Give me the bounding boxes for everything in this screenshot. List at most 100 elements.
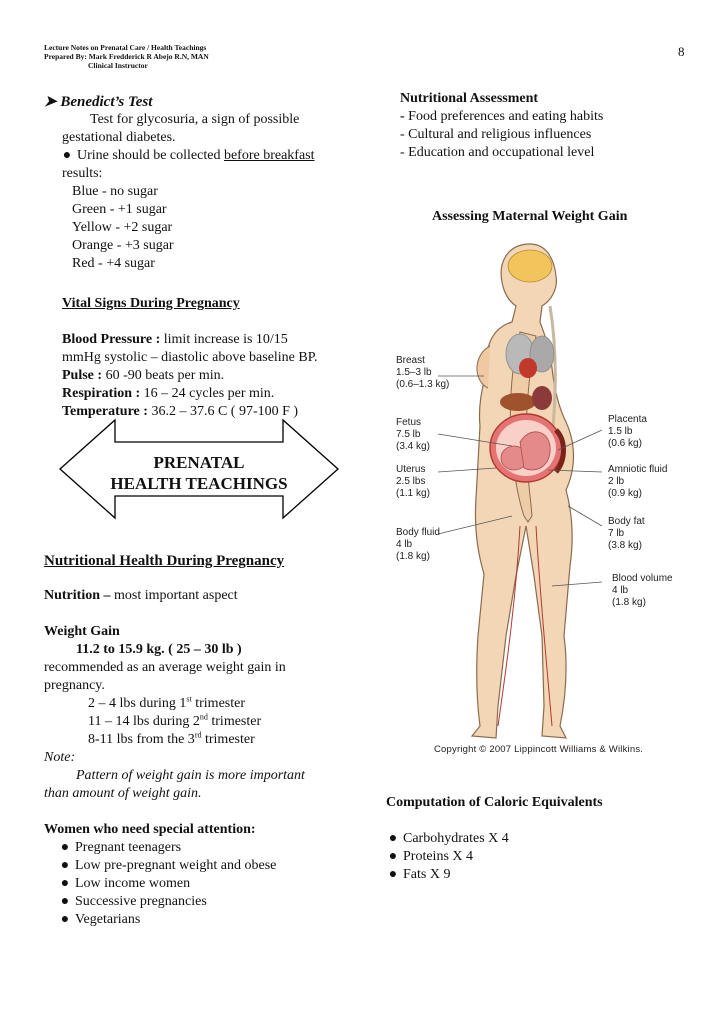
- caloric-list: ● Carbohydrates X 4 ● Proteins X 4 ●Fats X…: [386, 830, 706, 884]
- list-item: ● Carbohydrates X 4: [386, 830, 706, 848]
- bullet-icon: ●: [60, 840, 70, 855]
- results-list: Blue - no sugar Green - +1 sugar Yellow …: [44, 183, 364, 273]
- assessment-section: Nutritional Assessment - Food preference…: [400, 90, 700, 162]
- banner-line-1: PRENATAL: [153, 453, 245, 472]
- label-lb: 2 lb: [608, 476, 625, 487]
- label-body-fat: Body fat 7 lb (3.8 kg): [608, 516, 645, 552]
- benedict-title: Benedict’s Test: [60, 94, 153, 110]
- bullet-icon: ●: [388, 831, 398, 846]
- label-fetus: Fetus 7.5 lb (3.4 kg): [396, 417, 430, 453]
- bullet-icon: ●: [60, 894, 70, 909]
- label-name: Uterus: [396, 464, 426, 475]
- tri3-suffix: trimester: [201, 732, 255, 747]
- results-label: results:: [62, 166, 103, 181]
- list-item-text: Low pre-pregnant weight and obese: [75, 858, 277, 873]
- nutrition-title: Nutritional Health During Pregnancy: [44, 553, 285, 569]
- label-amniotic-fluid: Amniotic fluid 2 lb (0.9 kg): [608, 464, 667, 500]
- benedict-heading: ➤ Benedict’s Test: [44, 92, 364, 111]
- tri3-text: 8-11 lbs from the 3: [88, 732, 195, 747]
- list-item: ● Low pre-pregnant weight and obese: [58, 857, 364, 875]
- label-breast: Breast 1.5–3 lb (0.6–1.3 kg): [396, 355, 449, 391]
- label-kg: (0.6–1.3 kg): [396, 379, 450, 390]
- bp-line: Blood Pressure : limit increase is 10/15: [62, 331, 362, 349]
- label-kg: (1.1 kg): [396, 488, 430, 499]
- weight-gain-value: 11.2 to 15.9 kg. ( 25 – 30 lb ): [76, 642, 242, 657]
- list-item: ●Vegetarians: [58, 911, 364, 929]
- label-uterus: Uterus 2.5 lbs (1.1 kg): [396, 464, 430, 500]
- assessment-dash: -: [400, 109, 409, 124]
- bullet-icon: ●: [60, 858, 70, 873]
- label-name: Blood volume: [612, 573, 673, 584]
- recommend-line-2: pregnancy.: [44, 678, 105, 693]
- weight-gain-label: Weight Gain: [44, 624, 120, 639]
- header-line-3: Clinical Instructor: [88, 61, 148, 70]
- list-item-text: Vegetarians: [75, 912, 141, 927]
- pulse-line: Pulse : 60 -90 beats per min.: [62, 367, 362, 385]
- nutrition-line: Nutrition – most important aspect: [44, 587, 364, 605]
- page-number: 8: [678, 44, 685, 59]
- tri2-suffix: trimester: [207, 714, 262, 729]
- urine-note-underlined: before breakfast: [223, 148, 315, 163]
- label-lb: 1.5 lb: [608, 426, 633, 437]
- bp-label: Blood Pressure :: [62, 332, 161, 347]
- list-item-text: Low income women: [75, 876, 191, 891]
- result-item: Orange - +3 sugar: [72, 238, 174, 253]
- list-item-text: Successive pregnancies: [75, 894, 207, 909]
- label-placenta: Placenta 1.5 lb (0.6 kg): [608, 414, 647, 450]
- urine-note-text: Urine should be collected: [77, 148, 224, 163]
- list-item: ● Successive pregnancies: [58, 893, 364, 911]
- result-item: Green - +1 sugar: [72, 202, 167, 217]
- assessment-item: - Food preferences and eating habits: [400, 108, 700, 126]
- pulse-value: 60 -90 beats per min.: [102, 368, 225, 383]
- resp-line: Respiration : 16 – 24 cycles per min.: [62, 385, 362, 403]
- nutrition-text: most important aspect: [110, 588, 238, 603]
- label-kg: (3.4 kg): [396, 441, 430, 452]
- bullet-icon: ●: [388, 849, 398, 864]
- label-name: Body fluid: [396, 527, 440, 538]
- assessment-item-text: Food preferences and eating habits: [408, 109, 604, 124]
- benedict-desc-2: gestational diabetes.: [62, 130, 176, 145]
- label-kg: (3.8 kg): [608, 540, 642, 551]
- result-item: Red - +4 sugar: [72, 256, 155, 271]
- header-line-1: Lecture Notes on Prenatal Care / Health …: [44, 43, 207, 52]
- bullet-icon: ●: [62, 148, 72, 163]
- bp-value: limit increase is 10/15: [160, 332, 288, 347]
- label-name: Breast: [396, 355, 425, 366]
- trimester-1: 2 – 4 lbs during 1st trimester: [44, 695, 364, 713]
- temp-value: 36.2 – 37.6 C ( 97-100 F ): [147, 404, 299, 419]
- vitals-section: Vital Signs During Pregnancy Blood Press…: [62, 295, 362, 421]
- label-lb: 4 lb: [612, 585, 629, 596]
- list-item-text: Proteins X 4: [403, 849, 473, 864]
- label-lb: 7.5 lb: [396, 429, 421, 440]
- label-kg: (0.6 kg): [608, 438, 642, 449]
- caloric-title: Computation of Caloric Equivalents: [386, 795, 603, 810]
- trimester-3: 8-11 lbs from the 3rd trimester: [44, 731, 364, 749]
- tri1-sup: st: [186, 694, 192, 704]
- list-item: ●Fats X 9: [386, 866, 706, 884]
- maternal-body-illustration: [437, 243, 603, 739]
- tri2-sup: nd: [199, 712, 208, 722]
- nutrition-label: Nutrition –: [44, 588, 111, 603]
- assessment-title: Nutritional Assessment: [400, 91, 539, 106]
- list-item-text: Pregnant teenagers: [75, 840, 182, 855]
- women-title: Women who need special attention:: [44, 822, 256, 837]
- note-label: Note:: [44, 750, 76, 765]
- benedict-desc-1: Test for glycosuria, a sign of possible: [90, 112, 300, 127]
- women-list: ● Pregnant teenagers ● Low pre-pregnant we…: [44, 839, 364, 929]
- note-line-1: Pattern of weight gain is more important: [76, 768, 305, 783]
- banner-text: PRENATAL HEALTH TEACHINGS: [58, 452, 340, 494]
- banner-double-arrow: [59, 418, 339, 520]
- list-item-text: Carbohydrates X 4: [403, 831, 509, 846]
- label-kg: (1.8 kg): [612, 597, 646, 608]
- trimester-2: 11 – 14 lbs during 2nd trimester: [44, 713, 364, 731]
- label-name: Placenta: [608, 414, 647, 425]
- urine-note: ● Urine should be collected before breakf…: [44, 147, 364, 165]
- caloric-section: Computation of Caloric Equivalents ● Carb…: [386, 794, 706, 884]
- label-name: Amniotic fluid: [608, 464, 668, 475]
- figure-copyright: Copyright © 2007 Lippincott Williams & W…: [434, 744, 644, 755]
- benedict-section: ➤ Benedict’s Test Test for glycosuria, a…: [44, 92, 364, 273]
- header-line-2: Prepared By: Mark Fredderick R Abejo R.N…: [44, 52, 209, 61]
- bullet-icon: ●: [388, 867, 398, 882]
- list-item: ● Proteins X 4: [386, 848, 706, 866]
- label-kg: (1.8 kg): [396, 551, 430, 562]
